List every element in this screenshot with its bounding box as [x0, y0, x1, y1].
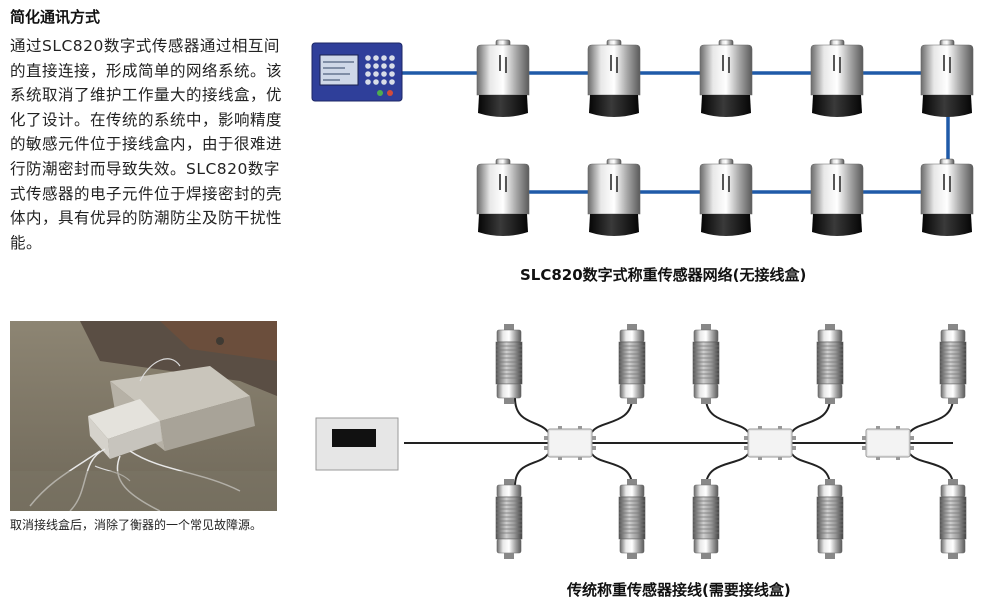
- diagrams: [311, 39, 974, 560]
- photo-caption: 取消接线盒后，消除了衡器的一个常见故障源。: [10, 518, 263, 532]
- analog-load-cell: [939, 323, 967, 405]
- analog-load-cell: [618, 478, 646, 560]
- traditional-diagram-caption: 传统称重传感器接线(需要接线盒): [567, 581, 791, 599]
- analog-load-cell: [495, 323, 523, 405]
- indicator-box: [315, 417, 399, 471]
- terminal-device: [311, 42, 403, 102]
- digital-load-cell: [920, 158, 974, 237]
- digital-load-cell: [476, 39, 530, 118]
- digital-load-cell: [476, 158, 530, 237]
- digital-load-cell: [699, 158, 753, 237]
- digital-load-cell: [699, 39, 753, 118]
- analog-load-cell: [618, 323, 646, 405]
- analog-load-cell: [816, 323, 844, 405]
- analog-load-cell: [692, 323, 720, 405]
- digital-load-cell: [587, 39, 641, 118]
- analog-load-cell: [939, 478, 967, 560]
- junction-box: [861, 425, 915, 461]
- network-diagram-caption: SLC820数字式称重传感器网络(无接线盒): [520, 266, 807, 284]
- junction-box: [743, 425, 797, 461]
- digital-load-cell: [587, 158, 641, 237]
- digital-load-cell: [810, 39, 864, 118]
- site-photo: [10, 321, 277, 511]
- analog-load-cell: [495, 478, 523, 560]
- analog-load-cell: [816, 478, 844, 560]
- digital-load-cell: [810, 158, 864, 237]
- section-body-text: 通过SLC820数字式传感器通过相互间的直接连接，形成简单的网络系统。该系统取消…: [10, 37, 283, 252]
- analog-load-cell: [692, 478, 720, 560]
- junction-box: [543, 425, 597, 461]
- section-title: 简化通讯方式: [10, 8, 101, 26]
- digital-load-cell: [920, 39, 974, 118]
